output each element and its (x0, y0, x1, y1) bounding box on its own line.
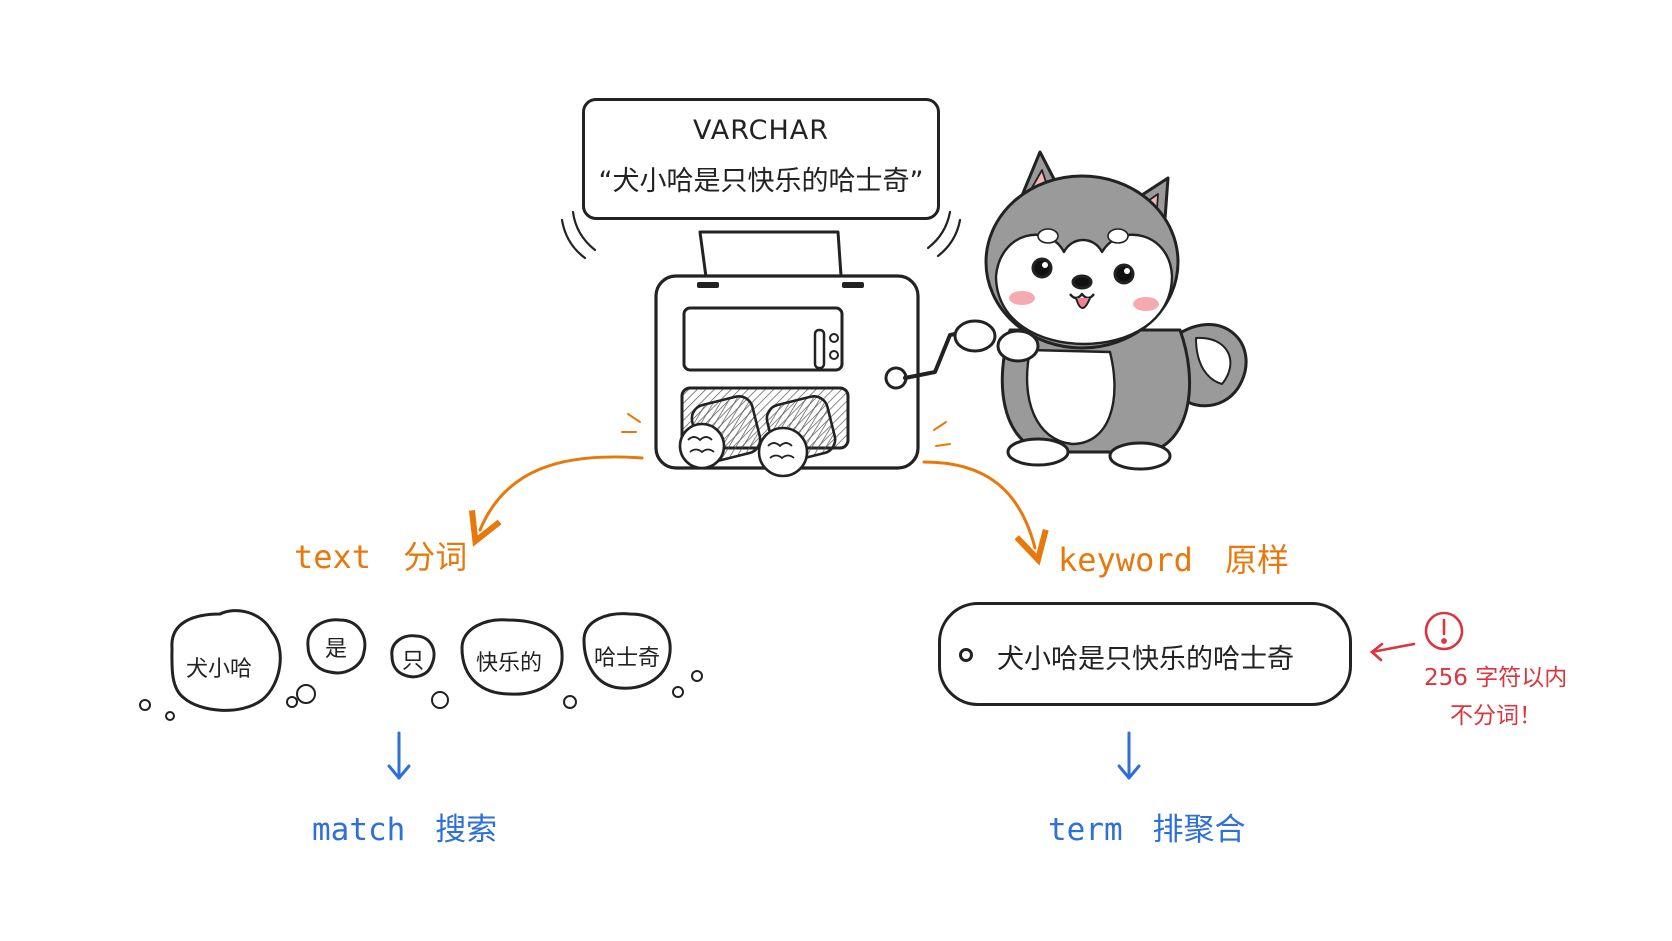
varchar-value: “犬小哈是只快乐的哈士奇” (598, 166, 924, 197)
keyword-branch-title-en: keyword (1058, 541, 1193, 579)
text-branch-title-en: text (294, 538, 372, 576)
motion-ticks (621, 413, 951, 447)
keyword-value: 犬小哈是只快乐的哈士奇 (997, 644, 1294, 675)
husky-mascot-icon (953, 150, 1248, 471)
text-result-label: match 搜索 (312, 804, 497, 849)
token-blob-2 (306, 618, 367, 675)
varchar-label: VARCHAR (692, 115, 829, 146)
warning-graphics (1369, 611, 1464, 662)
pill-hole-icon (959, 648, 973, 662)
token-blobs (170, 609, 672, 712)
token-3: 只 (402, 649, 425, 674)
crumbs (139, 670, 703, 721)
arrow-to-keyword (922, 460, 1035, 548)
token-2: 是 (325, 637, 348, 662)
token-1: 犬小哈 (186, 657, 253, 682)
warning-line-2: 不分词！ (1450, 703, 1542, 729)
keyword-result-label: term 排聚合 (1048, 804, 1246, 849)
keyword-branch-title-zh: 原样 (1225, 541, 1290, 579)
keyword-result-en: term (1048, 812, 1123, 848)
text-branch-title: text 分词 (294, 532, 467, 578)
keyword-value-pill: 犬小哈是只快乐的哈士奇 (938, 602, 1352, 706)
exclamation-circle-icon (1424, 611, 1464, 651)
warning-line-1: 256 字符以内 (1424, 665, 1568, 691)
keyword-result-zh: 排聚合 (1152, 812, 1246, 848)
vibration-marks (560, 210, 962, 260)
token-blob-4 (460, 618, 564, 696)
token-blob-5 (582, 612, 672, 690)
varchar-box: VARCHAR “犬小哈是只快乐的哈士奇” (582, 98, 940, 220)
token-blob-3 (390, 634, 436, 679)
text-branch-title-zh: 分词 (403, 538, 468, 576)
text-result-zh: 搜索 (435, 812, 498, 848)
text-result-en: match (312, 812, 406, 848)
token-4: 快乐的 (476, 651, 543, 676)
token-5: 哈士奇 (594, 646, 661, 671)
output-rolls-icon (678, 395, 837, 478)
blue-arrows (387, 731, 1141, 780)
arrow-to-text (480, 455, 644, 530)
token-blob-1 (170, 609, 282, 712)
keyword-branch-title: keyword 原样 (1058, 535, 1289, 581)
